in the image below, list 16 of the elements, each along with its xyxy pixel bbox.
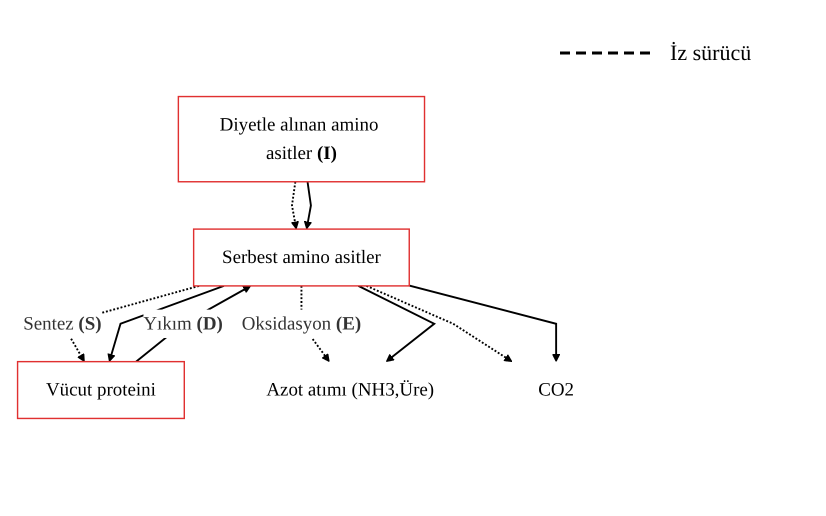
- edge-label: Oksidasyon (E): [242, 313, 362, 334]
- node-text: CO2: [538, 380, 574, 400]
- edge-label: Sentez (S): [23, 313, 102, 334]
- arrow: [304, 182, 312, 230]
- node-box: Vücut proteini: [16, 360, 185, 420]
- edge-label: Yıkım (D): [143, 313, 223, 334]
- arrow: [409, 284, 560, 362]
- arrow: [107, 285, 224, 362]
- legend-text: İz sürücü: [670, 40, 752, 66]
- node-box: Diyetle alınan amino asitler (I): [178, 96, 426, 182]
- node-text: Azot atımı (NH3,Üre): [266, 380, 434, 400]
- arrow: [366, 285, 512, 362]
- node-box: Serbest amino asitler: [192, 228, 410, 287]
- arrow: [136, 286, 252, 362]
- arrow: [358, 285, 436, 362]
- arrow: [290, 182, 300, 230]
